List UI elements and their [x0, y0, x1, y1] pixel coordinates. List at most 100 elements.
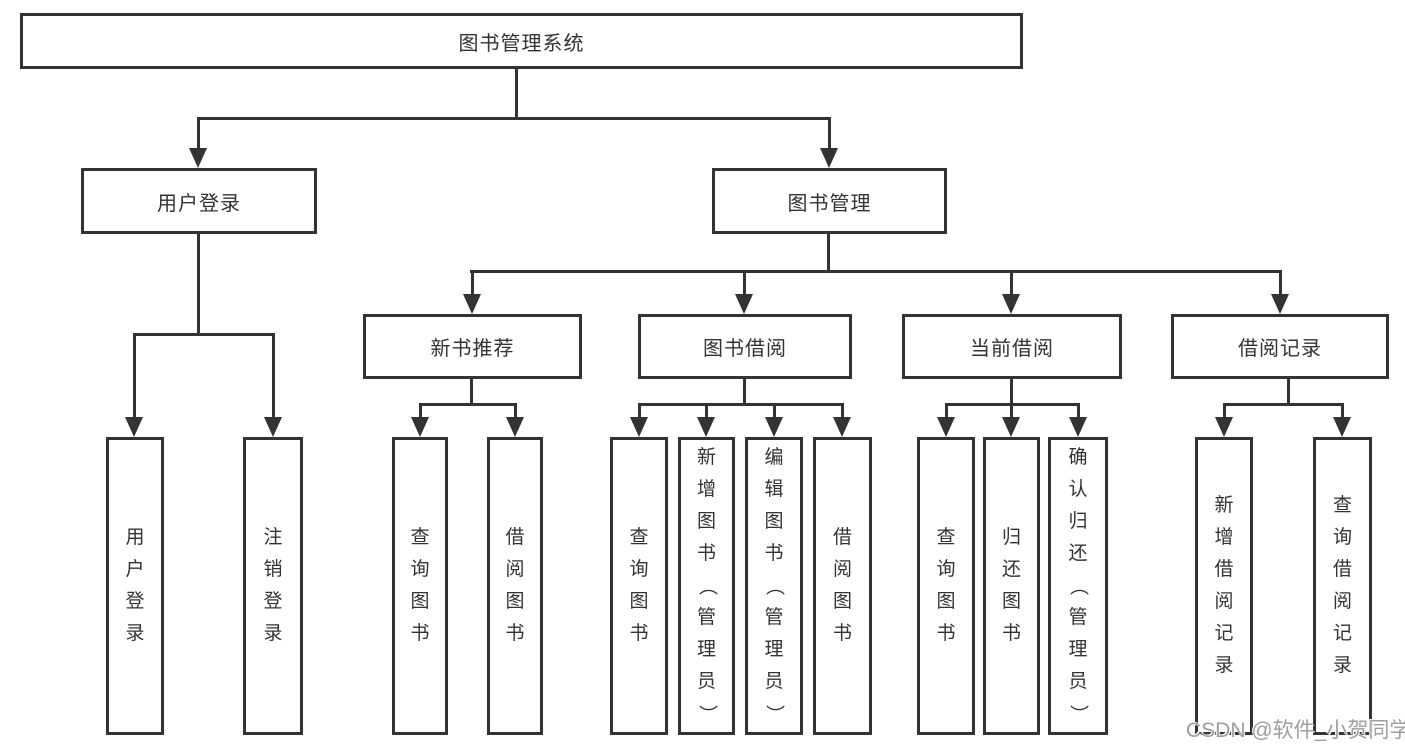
- leaf-label-char: 图: [505, 591, 525, 612]
- leaf-label-char: 理: [764, 639, 784, 660]
- connector-line: [1287, 379, 1290, 406]
- connector-line: [197, 117, 831, 120]
- arrow-down-icon: [264, 417, 282, 437]
- leaf-label-char: （: [696, 576, 718, 596]
- leaf-label-char: 图: [696, 511, 716, 532]
- leaf-label-char: 阅: [1214, 591, 1234, 612]
- connector-line: [197, 117, 200, 148]
- arrow-down-icon: [1271, 294, 1289, 314]
- leaf-label-char: 图: [832, 591, 852, 612]
- leaf-label-char: （: [1067, 576, 1089, 596]
- leaf-label-char: 书: [764, 543, 784, 564]
- leaf-user-login: 用户登录: [106, 437, 164, 735]
- leaf-logout-login: 注销登录: [243, 437, 303, 735]
- leaf-label-char: 录: [1332, 655, 1352, 676]
- arrow-down-icon: [1002, 294, 1020, 314]
- leaf-label-char: 编: [764, 447, 784, 468]
- connector-line: [515, 68, 518, 119]
- leaf-label-char: 辑: [764, 479, 784, 500]
- connector-line: [272, 333, 275, 417]
- leaf-label-char: 理: [696, 639, 716, 660]
- leaf-label-char: 查: [936, 527, 956, 548]
- arrow-down-icon: [765, 417, 783, 437]
- leaf-label-char: 录: [125, 623, 145, 644]
- leaf-borrow-query-books: 查询图书: [610, 437, 668, 735]
- leaf-label-char: 借: [505, 527, 525, 548]
- leaf-label-char: 图: [410, 591, 430, 612]
- leaf-confirm-return-admin-label: 确认归还（管理员）: [1051, 440, 1105, 732]
- leaf-label-char: 增: [1214, 527, 1234, 548]
- node-new-book-recommend: 新书推荐: [363, 314, 582, 379]
- arrow-down-icon: [1215, 417, 1233, 437]
- leaf-label-char: 书: [629, 623, 649, 644]
- connector-line: [638, 403, 844, 406]
- leaf-label-char: 图: [629, 591, 649, 612]
- leaf-borrow-query-books-label: 查询图书: [613, 440, 665, 732]
- leaf-label-char: 理: [1068, 639, 1088, 660]
- leaf-label-char: 图: [764, 511, 784, 532]
- arrow-down-icon: [463, 294, 481, 314]
- leaf-label-char: 员: [764, 671, 784, 692]
- connector-line: [773, 403, 776, 417]
- leaf-current-query-books-label: 查询图书: [920, 440, 972, 732]
- leaf-label-char: 录: [263, 623, 283, 644]
- leaf-label-char: 户: [125, 559, 145, 580]
- leaf-current-query-books: 查询图书: [917, 437, 975, 735]
- leaf-recommend-borrow-books: 借阅图书: [487, 437, 543, 735]
- node-book-borrow: 图书借阅: [638, 314, 852, 379]
- leaf-label-char: 询: [629, 559, 649, 580]
- connector-line: [1223, 403, 1344, 406]
- leaf-label-char: 员: [1068, 671, 1088, 692]
- arrow-down-icon: [1333, 417, 1351, 437]
- connector-line: [1341, 403, 1344, 417]
- arrow-down-icon: [833, 417, 851, 437]
- leaf-label-char: 登: [125, 591, 145, 612]
- connector-line: [841, 403, 844, 417]
- leaf-label-char: 还: [1068, 543, 1088, 564]
- connector-line: [1077, 403, 1080, 417]
- connector-line: [638, 403, 641, 417]
- leaf-label-char: 阅: [832, 559, 852, 580]
- leaf-borrow-books-label: 借阅图书: [816, 440, 869, 732]
- leaf-label-char: 新: [696, 447, 716, 468]
- connector-line: [743, 270, 746, 294]
- leaf-label-char: ）: [696, 704, 718, 724]
- leaf-logout-login-label: 注销登录: [246, 440, 300, 732]
- leaf-add-books-admin: 新增图书（管理员）: [678, 437, 735, 735]
- leaf-return-books: 归还图书: [983, 437, 1040, 735]
- watermark: CSDN @软件_小贺同学: [1186, 719, 1405, 742]
- arrow-down-icon: [697, 417, 715, 437]
- node-borrow-records: 借阅记录: [1171, 314, 1389, 379]
- leaf-label-char: 销: [263, 559, 283, 580]
- arrow-down-icon: [506, 417, 524, 437]
- node-book-management: 图书管理: [712, 168, 947, 234]
- connector-line: [470, 270, 1282, 273]
- leaf-edit-books-admin-label: 编辑图书（管理员）: [748, 440, 800, 732]
- leaf-label-char: 管: [764, 607, 784, 628]
- arrow-down-icon: [411, 417, 429, 437]
- leaf-add-books-admin-label: 新增图书（管理员）: [681, 440, 732, 732]
- leaf-label-char: 管: [1068, 607, 1088, 628]
- leaf-edit-books-admin: 编辑图书（管理员）: [745, 437, 803, 735]
- leaf-label-char: 确: [1068, 447, 1088, 468]
- leaf-label-char: 图: [1001, 591, 1021, 612]
- leaf-label-char: 记: [1332, 623, 1352, 644]
- leaf-label-char: 书: [410, 623, 430, 644]
- connector-line: [1010, 403, 1013, 417]
- connector-line: [471, 270, 474, 294]
- connector-line: [514, 403, 517, 417]
- leaf-label-char: 阅: [1332, 591, 1352, 612]
- leaf-recommend-query-books: 查询图书: [392, 437, 448, 735]
- connector-line: [419, 403, 517, 406]
- leaf-label-char: ）: [1067, 704, 1089, 724]
- node-current-borrow: 当前借阅: [902, 314, 1122, 379]
- leaf-label-char: 录: [1214, 655, 1234, 676]
- leaf-user-login-label: 用户登录: [109, 440, 161, 732]
- leaf-label-char: 图: [936, 591, 956, 612]
- leaf-label-char: 新: [1214, 495, 1234, 516]
- leaf-label-char: 阅: [505, 559, 525, 580]
- arrow-down-icon: [937, 417, 955, 437]
- arrow-down-icon: [820, 148, 838, 168]
- leaf-add-borrow-record-label: 新增借阅记录: [1198, 440, 1250, 732]
- connector-line: [743, 379, 746, 406]
